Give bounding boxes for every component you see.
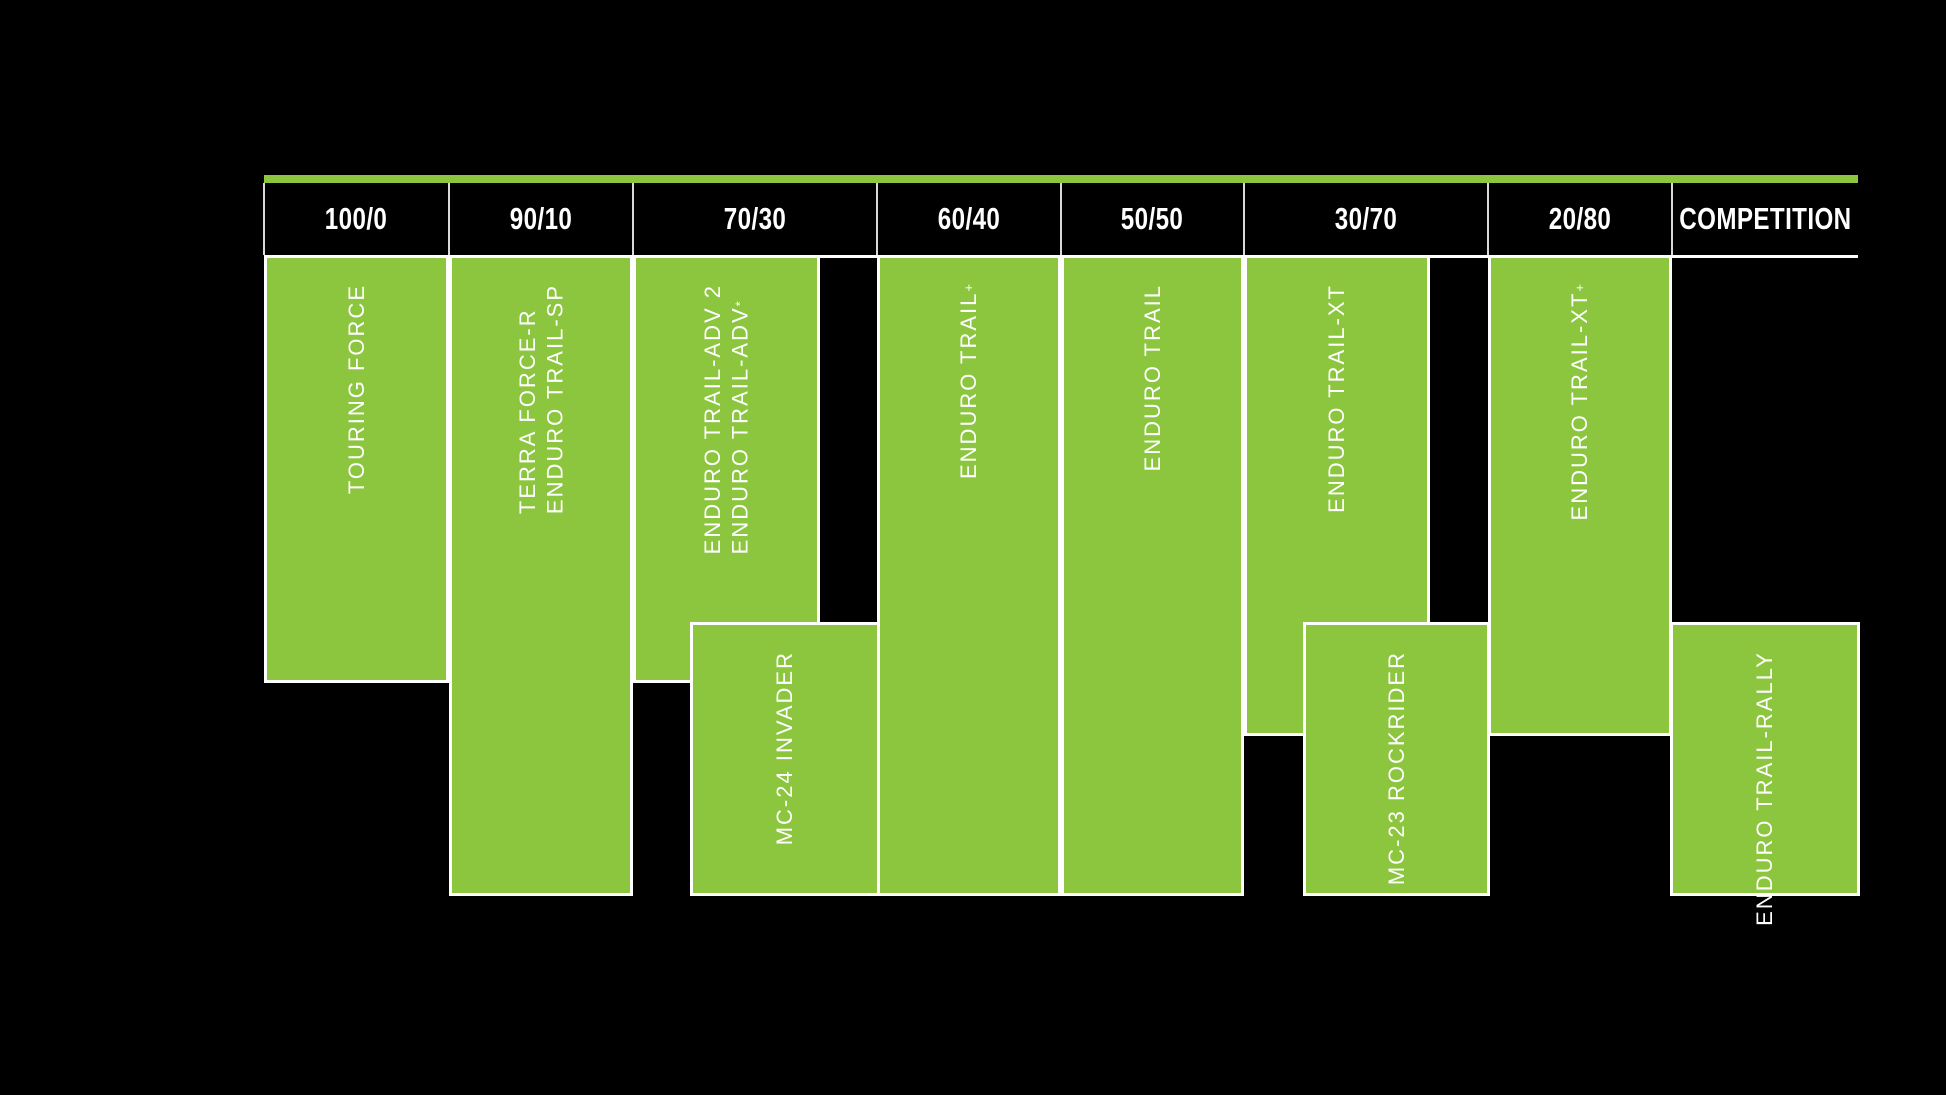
column-header-60-40: 60/40 <box>877 183 1061 255</box>
header-divider <box>1671 183 1673 255</box>
bar-label-line: ENDURO TRAIL-SP <box>542 284 567 515</box>
top-accent-rule <box>264 175 1858 183</box>
column-header-90-10: 90/10 <box>449 183 633 255</box>
column-header-label: 100/0 <box>325 201 388 236</box>
superscript-mark: + <box>1572 284 1588 292</box>
bar-label-touring-force: TOURING FORCE <box>343 284 371 494</box>
header-divider <box>632 183 634 255</box>
header-divider <box>1060 183 1062 255</box>
header-divider <box>263 183 265 255</box>
bar-label-line: ENDURO TRAIL <box>956 291 982 479</box>
column-header-20-80: 20/80 <box>1488 183 1672 255</box>
bar-label-line: ENDURO TRAIL <box>1139 284 1165 472</box>
column-header-label: 20/80 <box>1548 201 1612 236</box>
bar-label-line: ENDURO TRAIL-XT <box>1324 284 1350 513</box>
column-header-label: 50/50 <box>1121 201 1184 236</box>
bar-label-line: ENDURO TRAIL-ADV <box>727 306 753 555</box>
bar-label-enduro-trail-xt-plus: ENDURO TRAIL-XT+ <box>1566 284 1594 520</box>
column-header-50-50: 50/50 <box>1061 183 1244 255</box>
bar-mc-23-rockrider: MC-23 ROCKRIDER <box>1303 622 1490 896</box>
header-divider <box>448 183 450 255</box>
bar-label-line: ENDURO TRAIL-XT <box>1567 291 1593 521</box>
column-header-label: 70/30 <box>723 201 787 236</box>
bar-label-enduro-trail: ENDURO TRAIL <box>1139 284 1167 471</box>
bar-mc-24-invader: MC-24 INVADER <box>690 622 880 896</box>
header-divider <box>1487 183 1489 255</box>
bar-label-mc-23-rockrider: MC-23 ROCKRIDER <box>1383 651 1411 885</box>
superscript-mark: * <box>732 301 748 307</box>
bar-enduro-trail-xt-plus: ENDURO TRAIL-XT+ <box>1488 255 1672 736</box>
bar-enduro-trail: ENDURO TRAIL <box>1061 255 1244 896</box>
bar-touring-force: TOURING FORCE <box>264 255 449 683</box>
bar-label-enduro-trail-plus: ENDURO TRAIL+ <box>955 284 983 479</box>
column-header-70-30: 70/30 <box>633 183 877 255</box>
bar-label-enduro-trail-xt: ENDURO TRAIL-XT <box>1323 284 1351 513</box>
bar-label-mc-24-invader: MC-24 INVADER <box>771 651 799 845</box>
bar-label-line: TERRA FORCE-R <box>514 308 540 515</box>
header-divider <box>1243 183 1245 255</box>
header-divider <box>876 183 878 255</box>
bar-label-line: ENDURO TRAIL-RALLY <box>1752 651 1778 926</box>
column-header-100-0: 100/0 <box>264 183 449 255</box>
bar-label-line: TOURING FORCE <box>343 284 369 495</box>
column-header-label: 60/40 <box>937 201 1001 236</box>
superscript-mark: + <box>961 284 977 292</box>
column-header-competition: COMPETITION <box>1672 183 1858 255</box>
bar-label-line: ENDURO TRAIL-ADV 2 <box>700 284 725 555</box>
column-header-label: 30/70 <box>1334 201 1398 236</box>
bar-enduro-trail-rally: ENDURO TRAIL-RALLY <box>1670 622 1860 926</box>
bar-label-line: MC-23 ROCKRIDER <box>1383 651 1409 886</box>
column-header-30-70: 30/70 <box>1244 183 1488 255</box>
bar-label-line: MC-24 INVADER <box>772 651 798 846</box>
bar-enduro-trail-plus: ENDURO TRAIL+ <box>877 255 1061 896</box>
column-header-label: 90/10 <box>509 201 573 236</box>
bar-label-enduro-trail-rally: ENDURO TRAIL-RALLY <box>1751 651 1779 926</box>
column-header-label: COMPETITION <box>1678 201 1852 236</box>
